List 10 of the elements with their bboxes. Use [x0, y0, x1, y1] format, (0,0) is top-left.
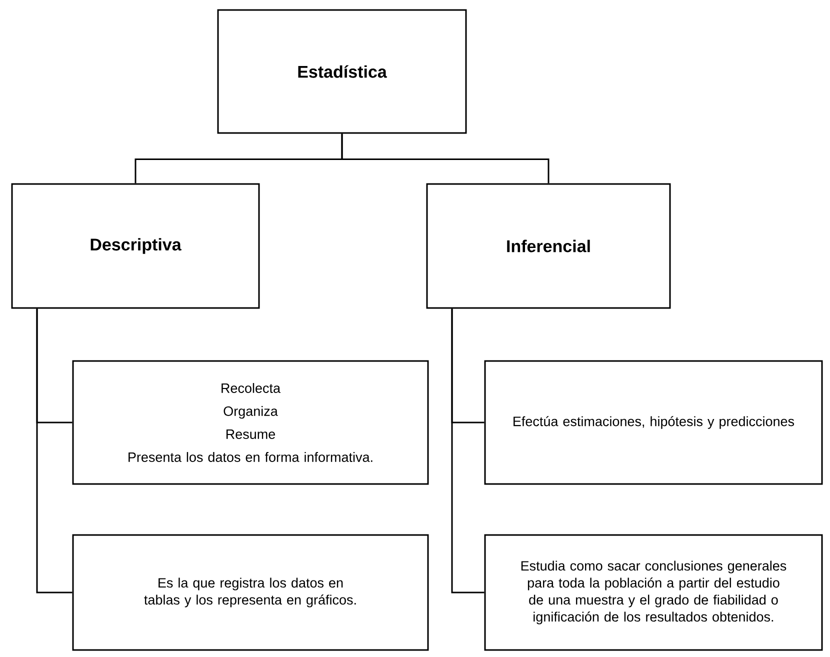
title-box: Estadística	[217, 9, 467, 134]
text-box: Recolecta Organiza Resume Presenta los datos en forma informativa.	[72, 360, 429, 485]
connector-line	[341, 134, 550, 184]
text-box: Efectúa estimaciones, hipótesis y predicciones	[484, 360, 823, 485]
connector-line	[451, 308, 484, 594]
text-box: Estudia como sacar conclusiones generales para toda la población a partir del estudio de una muestra y el grado de fiabilidad o ignificación de los resultados obtenidos.	[484, 534, 823, 651]
title-box: Descriptiva	[11, 183, 260, 309]
connector-line	[36, 308, 72, 594]
title-box: Inferencial	[426, 183, 671, 309]
text-box: Es la que registra los datos en tablas y los representa en gráficos.	[72, 534, 429, 651]
